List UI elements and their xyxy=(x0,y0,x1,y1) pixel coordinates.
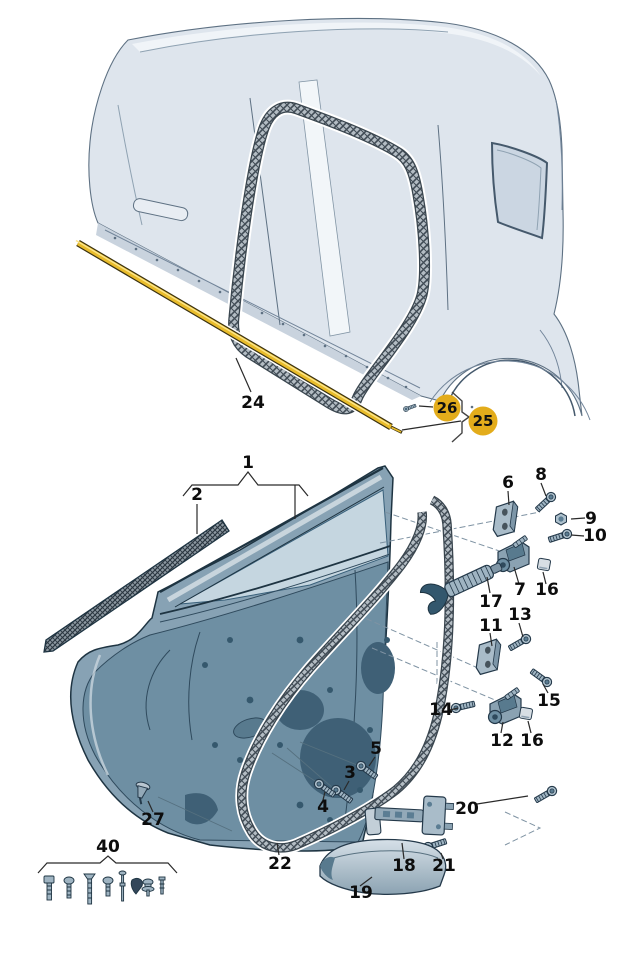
callout-8: 8 xyxy=(535,465,547,485)
callout-27: 27 xyxy=(141,810,165,830)
callout-22: 22 xyxy=(268,854,292,874)
callout-14: 14 xyxy=(429,700,453,720)
callout-16b: 16 xyxy=(520,731,544,751)
door-aperture-seal-24 xyxy=(226,99,433,417)
cap-16-lower xyxy=(518,706,534,721)
bolt-13 xyxy=(506,632,533,654)
hinge-plate-6 xyxy=(491,498,519,540)
fastener-kit-40 xyxy=(43,870,166,905)
badge-25[interactable]: 25 xyxy=(468,406,498,436)
rear-door-illustration xyxy=(70,465,395,852)
window-channel-strip-2 xyxy=(43,519,230,653)
callout-20: 20 xyxy=(455,799,479,819)
callout-2: 2 xyxy=(191,485,203,505)
badge-26[interactable]: 26 xyxy=(433,394,461,422)
check-rod-17 xyxy=(419,562,503,615)
callout-19: 19 xyxy=(349,883,373,903)
door-perimeter-seal-22 xyxy=(235,494,456,855)
callout-4: 4 xyxy=(317,797,329,817)
grouping-brace-25 xyxy=(451,391,471,443)
callout-18: 18 xyxy=(392,856,416,876)
bracket-1 xyxy=(182,471,309,497)
callout-10: 10 xyxy=(583,526,607,546)
callout-1: 1 xyxy=(242,453,254,473)
callout-6: 6 xyxy=(502,473,514,493)
screw-14 xyxy=(449,698,477,715)
bolt-20 xyxy=(532,784,559,806)
nut-9 xyxy=(555,512,567,526)
callout-9: 9 xyxy=(585,509,597,529)
callout-17: 17 xyxy=(479,592,503,612)
b-pillar-band xyxy=(298,79,351,337)
sill-molding-strip-25 xyxy=(75,238,403,434)
speaker-cutout xyxy=(300,718,376,798)
sill-weld-dots xyxy=(113,236,474,409)
window-opening xyxy=(179,489,389,605)
check-strap-18 xyxy=(364,795,455,836)
car-body-illustration xyxy=(88,17,591,421)
callout-7: 7 xyxy=(514,580,526,600)
callout-40: 40 xyxy=(96,837,120,857)
clip-27 xyxy=(135,781,151,805)
callout-16a: 16 xyxy=(535,580,559,600)
hinge-bracket-12 xyxy=(487,686,522,725)
badge-26-label: 26 xyxy=(437,399,458,417)
callout-11: 11 xyxy=(479,616,503,636)
callout-24: 24 xyxy=(241,393,265,413)
callout-21: 21 xyxy=(432,856,456,876)
check-strap-cover-19 xyxy=(319,838,447,895)
callout-13: 13 xyxy=(508,605,532,625)
rear-quarter-window xyxy=(490,141,549,240)
badge-25-label: 25 xyxy=(473,412,494,430)
callout-5: 5 xyxy=(370,739,382,759)
callout-15: 15 xyxy=(537,691,561,711)
bolt-15 xyxy=(528,666,554,689)
callout-12: 12 xyxy=(490,731,514,751)
bracket-40 xyxy=(37,855,178,874)
hinge-plate-11 xyxy=(474,636,502,678)
cap-16-upper xyxy=(536,557,552,572)
callout-3: 3 xyxy=(344,763,356,783)
molding-clip-26 xyxy=(402,402,417,413)
bolt-10 xyxy=(546,527,574,545)
